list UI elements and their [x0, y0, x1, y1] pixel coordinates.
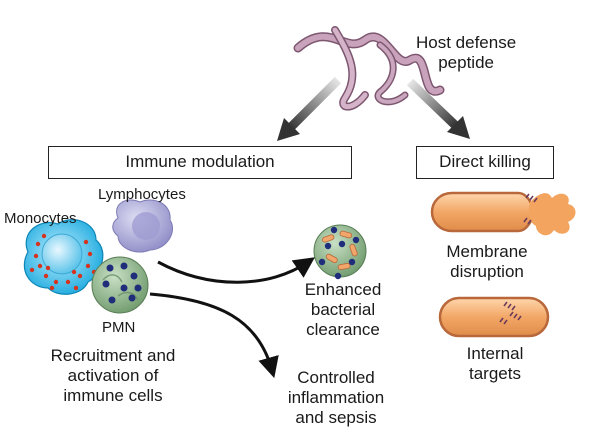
immune-modulation-box: Immune modulation: [48, 146, 352, 179]
lymphocytes-label: Lymphocytes: [98, 186, 186, 203]
monocyte-cell-icon: [23, 219, 104, 295]
peptide-label: Host defense peptide: [416, 33, 517, 72]
internal-targets-label: Internal targets: [466, 344, 524, 383]
bacterium-disrupted-icon: [430, 191, 576, 236]
arrow-to-clearance: [157, 257, 315, 284]
immune-modulation-title: Immune modulation: [125, 152, 275, 171]
pmn-cell-icon: [91, 256, 149, 314]
pmn-label: PMN: [102, 319, 136, 336]
direct-killing-title: Direct killing: [439, 152, 531, 171]
branch-arrow-right-icon: [406, 78, 470, 139]
direct-killing-box: Direct killing: [416, 146, 554, 179]
peptide-ribbon-icon: [293, 26, 445, 111]
branch-arrow-left-icon: [277, 76, 342, 141]
monocytes-label: Monocytes: [4, 210, 77, 227]
recruitment-label: Recruitment and activation of immune cel…: [50, 346, 176, 405]
bacterium-internal-icon: [438, 296, 550, 338]
clearance-cell-icon: [313, 224, 367, 280]
lymphocyte-cell-icon: [112, 199, 173, 253]
arrow-to-inflammation: [149, 292, 279, 379]
membrane-disruption-label: Membrane disruption: [446, 242, 528, 281]
inflammation-label: Controlled inflammation and sepsis: [287, 368, 385, 427]
clearance-label: Enhanced bacterial clearance: [304, 280, 382, 339]
